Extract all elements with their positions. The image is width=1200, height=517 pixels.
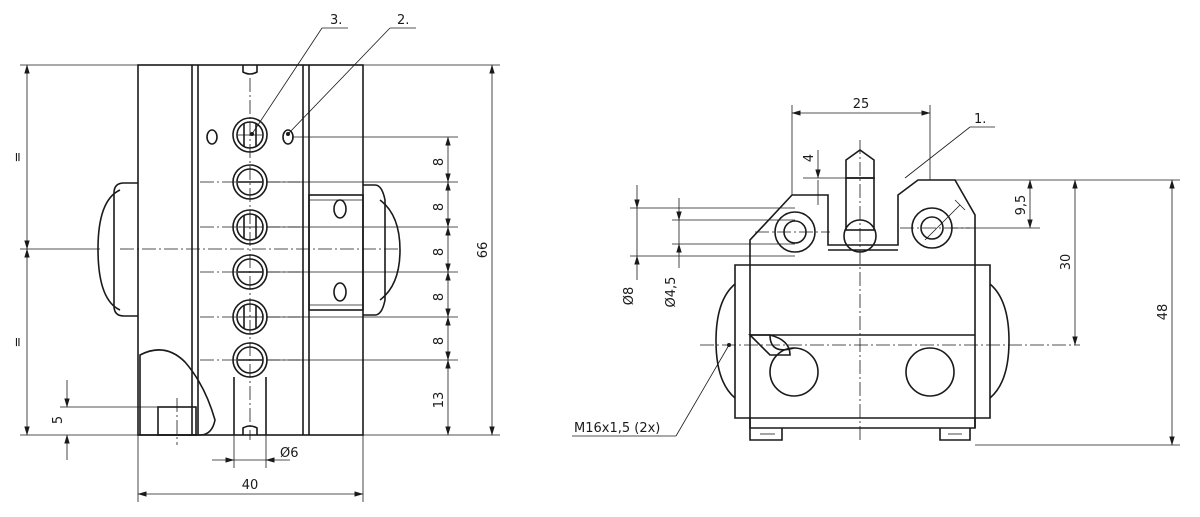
- left-side-button: [97, 182, 138, 317]
- dim-pitch-5: 8: [432, 337, 447, 345]
- thread-note: M16x1,5 (2x): [574, 421, 660, 436]
- right-view: 25 4 1. Ø8 Ø4,5 9,5 30: [572, 97, 1180, 446]
- dim-height-total: 66: [476, 242, 491, 259]
- pitch-dimensions: 8 8 8 8 8 13: [432, 136, 451, 436]
- dim-pitch-2: 8: [432, 203, 447, 211]
- section-hatch: [139, 349, 216, 436]
- dim-equal-bottom: =: [11, 337, 26, 348]
- dim-total-height: 48: [1156, 304, 1171, 321]
- dim-plunger-height: 4: [802, 154, 817, 162]
- dim-width: 40: [242, 478, 259, 493]
- dim-pitch-3: 8: [432, 248, 447, 256]
- dim-mid-height: 30: [1059, 254, 1074, 271]
- small-hole-left: [206, 129, 218, 145]
- right-window: [308, 184, 401, 316]
- dim-hole-dia: Ø6: [280, 446, 299, 461]
- callout-1: 1.: [974, 112, 986, 127]
- dim-dia-4-5: Ø4,5: [664, 277, 679, 308]
- dim-pitch-4: 8: [432, 293, 447, 301]
- dim-slot-height: 5: [51, 416, 66, 424]
- terminal-screws: [232, 78, 268, 440]
- left-view: 8 8 8 8 8 13 66 = = 5 Ø6 4: [11, 13, 500, 502]
- callout-3: 3.: [330, 13, 342, 28]
- dim-bottom-offset: 13: [432, 392, 447, 409]
- left-actuator: [715, 283, 736, 399]
- right-boss: [911, 199, 966, 249]
- right-actuator: [989, 283, 1010, 399]
- callout-2: 2.: [397, 13, 409, 28]
- left-body-outline: [137, 64, 364, 436]
- right-body-outline: [734, 179, 991, 429]
- plunger: [843, 140, 877, 440]
- dim-equal-top: =: [11, 152, 26, 163]
- dim-top-width: 25: [853, 97, 870, 112]
- lower-bores: [748, 334, 955, 397]
- dim-angle-offset: 9,5: [1014, 195, 1029, 216]
- dim-dia-8: Ø8: [622, 287, 637, 306]
- dim-pitch-1: 8: [432, 158, 447, 166]
